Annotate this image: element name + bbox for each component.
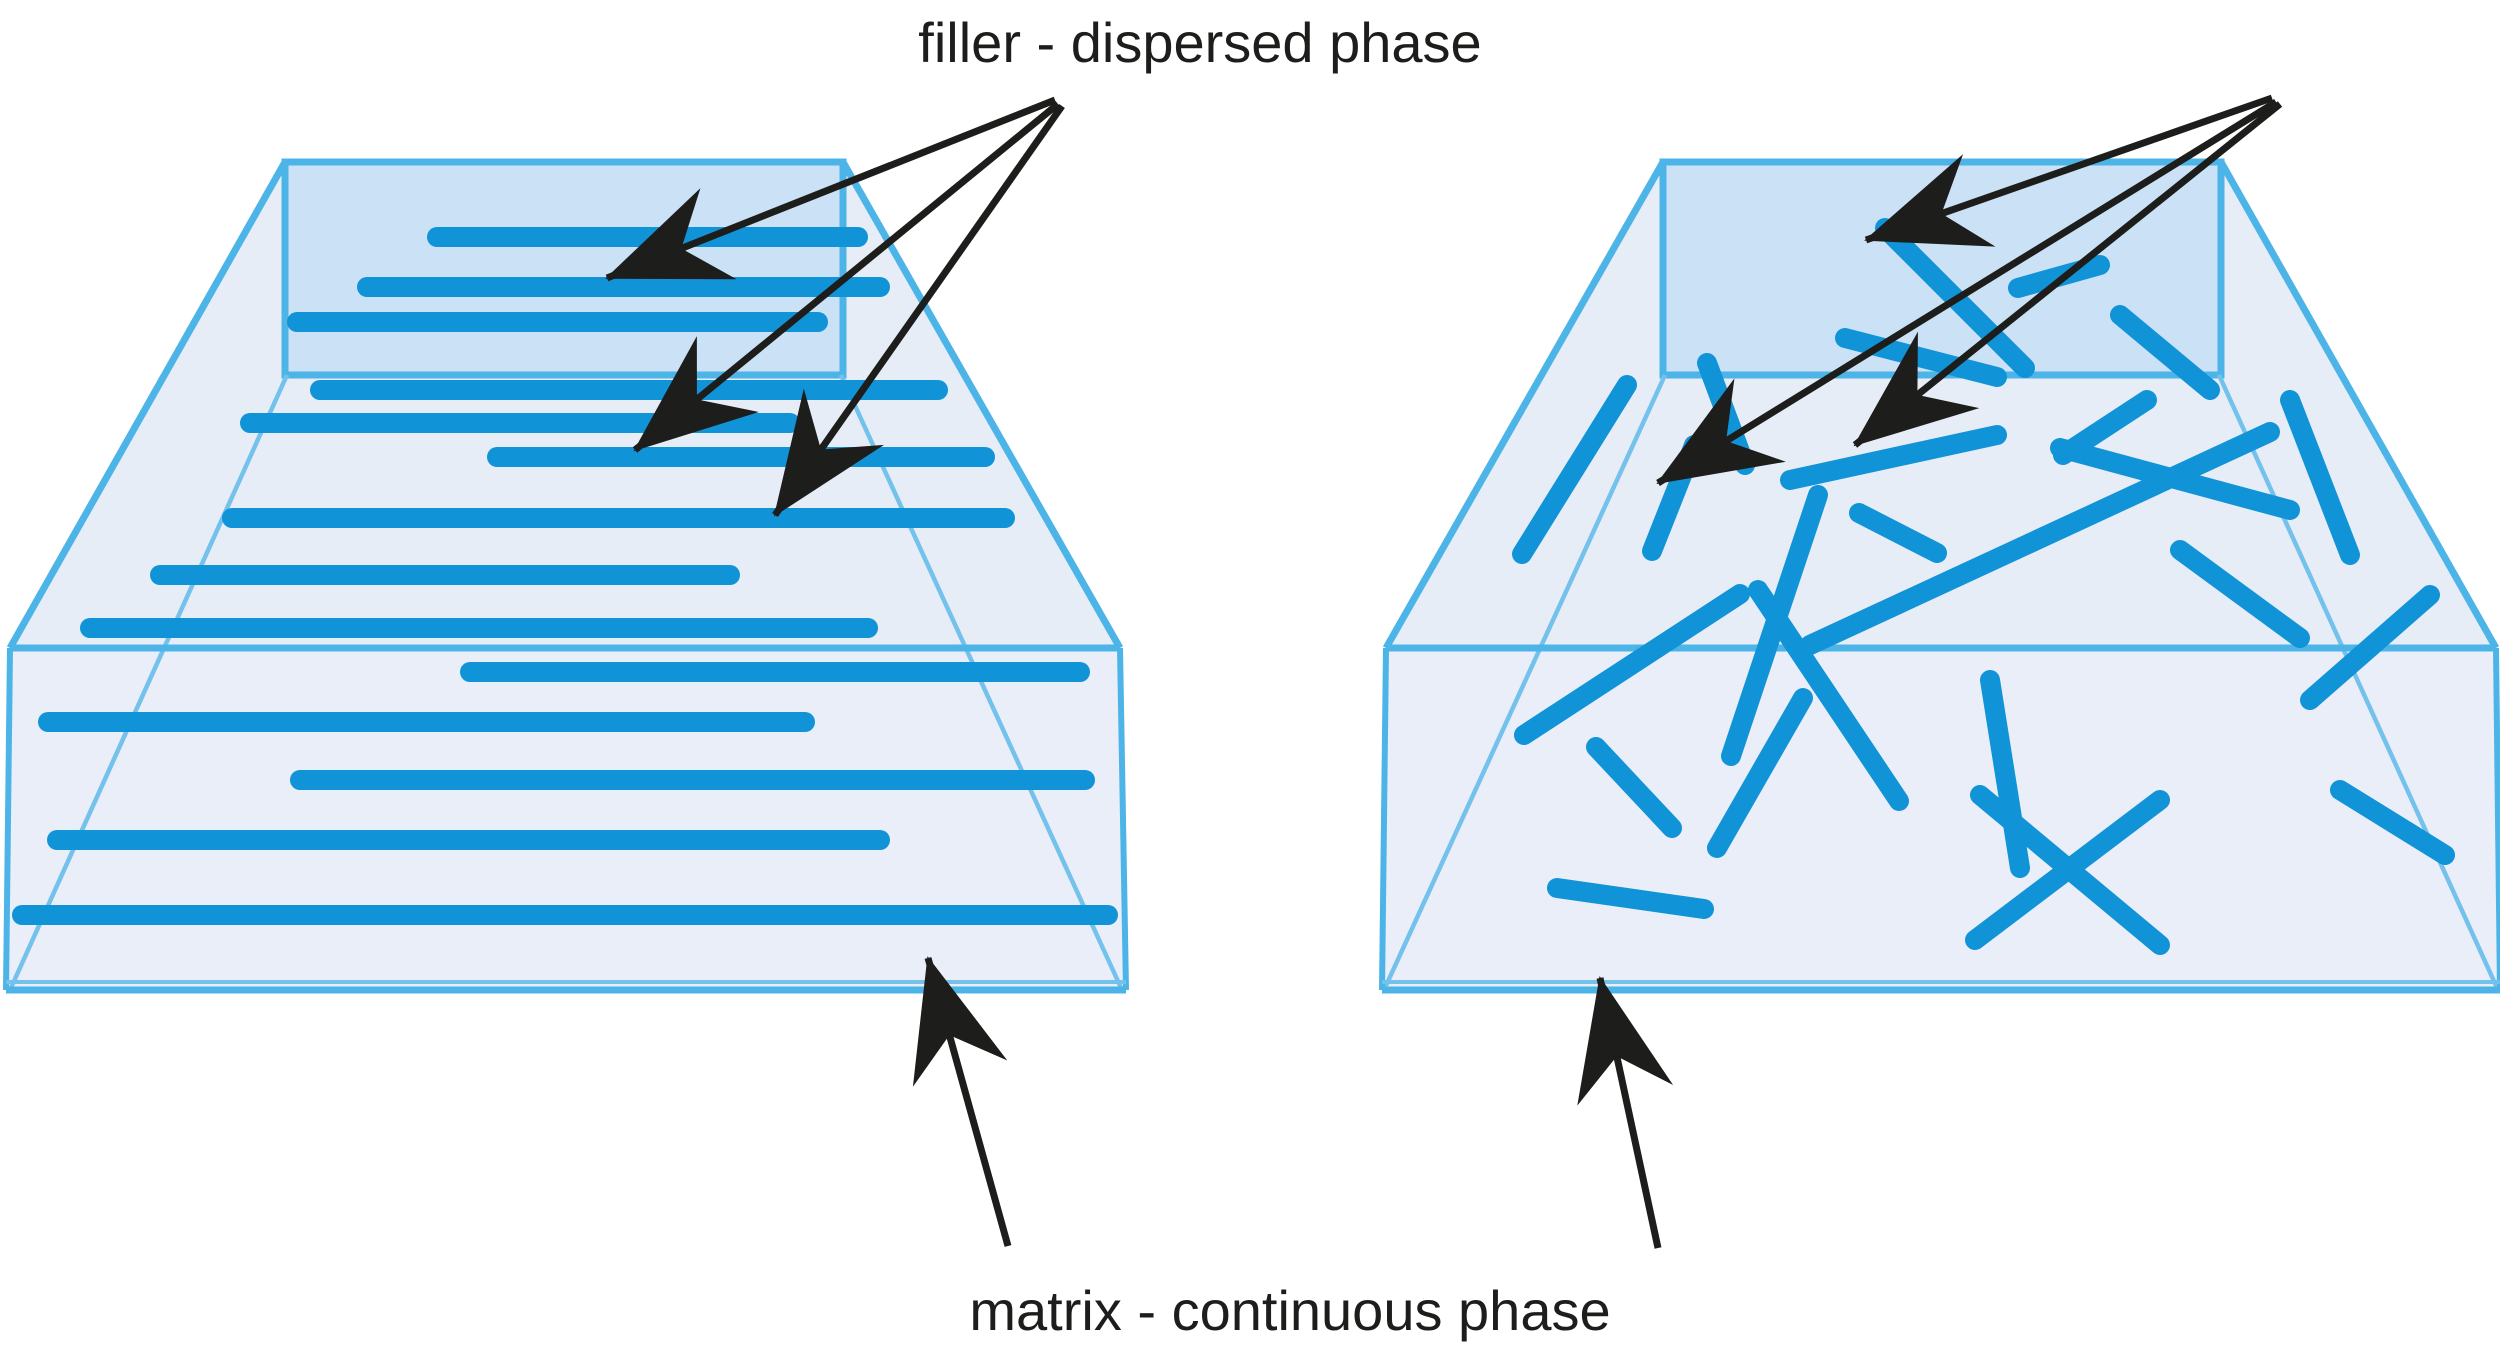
- aligned-fibers-group: [12, 227, 1118, 925]
- matrix-arrow-right: [1577, 976, 1674, 1249]
- filler-arrow-left-1: [605, 96, 1057, 282]
- annotation-arrows-group: [605, 94, 2283, 1249]
- random-fiber: [1800, 422, 2280, 655]
- random-fiber: [1514, 584, 1750, 745]
- random-fiber: [1512, 375, 1637, 564]
- random-fiber: [2170, 540, 2310, 648]
- aligned-fiber-composite-inner-edge: [838, 374, 1125, 991]
- random-fiber-composite-right-edge: [2217, 160, 2500, 650]
- matrix-arrow-left: [912, 956, 1012, 1247]
- random-fiber-composite-inner-edge: [2216, 374, 2500, 991]
- random-fiber: [2330, 780, 2455, 865]
- random-fiber-composite-front-face: [1382, 648, 2500, 990]
- random-fiber-composite-front-right-edge: [2493, 647, 2500, 991]
- aligned-fiber-composite-front-face: [6, 648, 1126, 990]
- filler-arrow-left-3: [772, 103, 1065, 518]
- filler-arrow-right-2: [1656, 99, 2278, 486]
- random-fiber: [2110, 305, 2220, 400]
- filler-label: filler - dispersed phase: [918, 11, 1481, 74]
- aligned-fiber-composite-left-edge: [6, 160, 289, 650]
- random-fiber: [1748, 580, 1909, 811]
- aligned-fiber-composite-front-left-edge: [3, 647, 13, 991]
- random-fiber-composite-front-left-edge: [1379, 647, 1389, 991]
- aligned-fiber-composite-front-right-edge: [1117, 647, 1129, 991]
- random-fiber-composite-inner-edge: [1381, 374, 1668, 991]
- filler-arrow-right-3: [1852, 101, 2283, 448]
- random-fiber: [2300, 585, 2440, 710]
- random-fiber: [2280, 390, 2360, 565]
- random-fiber: [1965, 790, 2170, 950]
- random-fiber: [1547, 878, 1714, 919]
- aligned-fiber-composite-inner-edge: [7, 374, 290, 991]
- random-fiber-composite-left-edge: [1382, 160, 1667, 650]
- random-fiber: [2008, 255, 2110, 298]
- random-fiber: [1849, 503, 1947, 563]
- random-fiber: [1586, 737, 1682, 838]
- filler-arrow-left-2: [632, 101, 1061, 453]
- filler-arrow-right-1: [1864, 94, 2274, 247]
- random-fiber-composite-back-face: [1659, 158, 2225, 379]
- matrix-label: matrix - continuous phase: [969, 1279, 1610, 1342]
- aligned-fiber-composite-back-face: [281, 158, 847, 379]
- random-fiber: [1707, 688, 1813, 858]
